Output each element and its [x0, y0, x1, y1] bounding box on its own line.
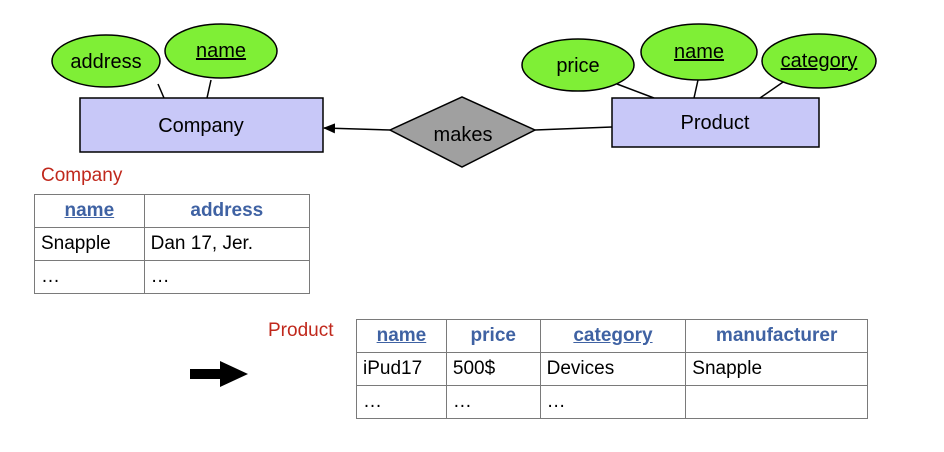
column-header-name: name [34, 194, 145, 228]
right-arrow-icon [190, 361, 248, 387]
product-table: name price category manufacturer iPud17 … [356, 319, 868, 419]
table-cell: … [34, 260, 145, 294]
connector-line [693, 79, 699, 99]
table-cell [685, 385, 868, 419]
makes-relationship [388, 96, 537, 168]
table-row: iPud17 500$ Devices Snapple [356, 352, 868, 386]
product-attribute-price-label: price [556, 55, 599, 77]
connector-line [157, 83, 165, 99]
table-header-row: name price category manufacturer [356, 319, 868, 353]
product-attribute-category [761, 33, 877, 89]
makes-to-product-line [534, 126, 613, 131]
column-header-category: category [539, 319, 687, 353]
connector-line [616, 83, 655, 99]
table-cell: … [143, 260, 311, 294]
table-cell: … [445, 385, 541, 419]
product-attribute-price [521, 38, 635, 92]
table-cell: … [356, 385, 447, 419]
product-attribute-name [640, 23, 758, 81]
product-attribute-name-label: name [674, 41, 724, 63]
product-attribute-category-label: category [781, 50, 858, 72]
table-cell: iPud17 [356, 352, 447, 386]
table-row: … … [34, 260, 311, 294]
company-attribute-name [164, 23, 278, 79]
table-cell: Snapple [34, 227, 145, 261]
company-attribute-address [51, 34, 161, 88]
table-cell: 500$ [445, 352, 541, 386]
company-entity-label: Company [158, 115, 244, 137]
table-cell: Dan 17, Jer. [143, 227, 311, 261]
makes-to-company-arrow [323, 123, 391, 134]
company-entity [79, 97, 324, 153]
makes-relationship-label: makes [434, 124, 493, 146]
connector-line [206, 79, 212, 99]
table-cell: Snapple [685, 352, 868, 386]
table-header-row: name address [34, 194, 311, 228]
column-header-address: address [143, 194, 311, 228]
product-table-title: Product [268, 320, 334, 341]
connector-line [759, 79, 787, 99]
table-cell: Devices [539, 352, 687, 386]
column-header-name: name [356, 319, 447, 353]
table-row: Snapple Dan 17, Jer. [34, 227, 311, 261]
column-header-manufacturer: manufacturer [685, 319, 868, 353]
table-row: … … … [356, 385, 868, 419]
company-attribute-name-label: name [196, 40, 246, 62]
product-entity [611, 97, 820, 148]
product-entity-label: Product [681, 112, 750, 134]
company-table-title: Company [41, 165, 123, 186]
column-header-price: price [445, 319, 541, 353]
table-cell: … [539, 385, 687, 419]
company-table: name address Snapple Dan 17, Jer. … … [34, 194, 311, 294]
company-attribute-address-label: address [70, 51, 141, 73]
